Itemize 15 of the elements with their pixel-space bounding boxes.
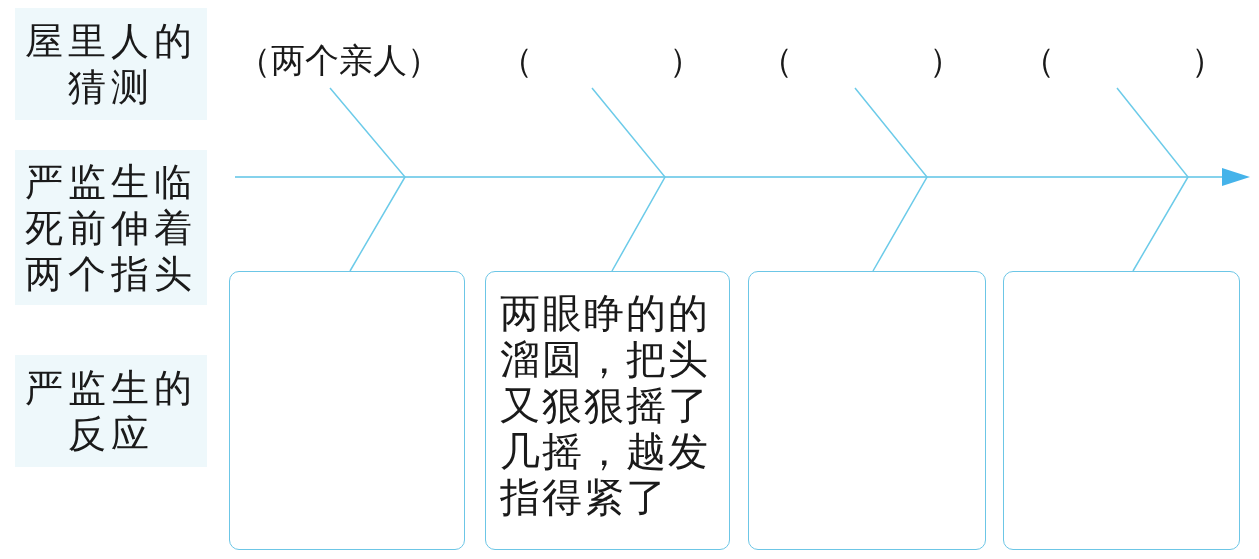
branch-line: [591, 87, 666, 272]
row-label: 严监生的反应: [15, 355, 207, 467]
branch-line: [1116, 87, 1189, 272]
row-label: 屋里人的猜测: [15, 8, 207, 120]
branch-line: [854, 87, 928, 272]
fill-in-blank: （ ）: [495, 32, 707, 88]
fill-in-blank: （ ）: [1017, 32, 1229, 88]
fill-in-blank: （ ）: [755, 32, 967, 88]
fill-in-blank: （两个亲人）: [233, 32, 445, 88]
answer-box: [1003, 271, 1240, 550]
answer-box: 两眼睁的的溜圆，把头又狠狠摇了几摇，越发指得紧了: [485, 271, 730, 550]
answer-box: [229, 271, 465, 550]
branch-line: [329, 87, 406, 272]
answer-box: [748, 271, 986, 550]
row-label: 严监生临死前伸着两个指头: [15, 150, 207, 305]
